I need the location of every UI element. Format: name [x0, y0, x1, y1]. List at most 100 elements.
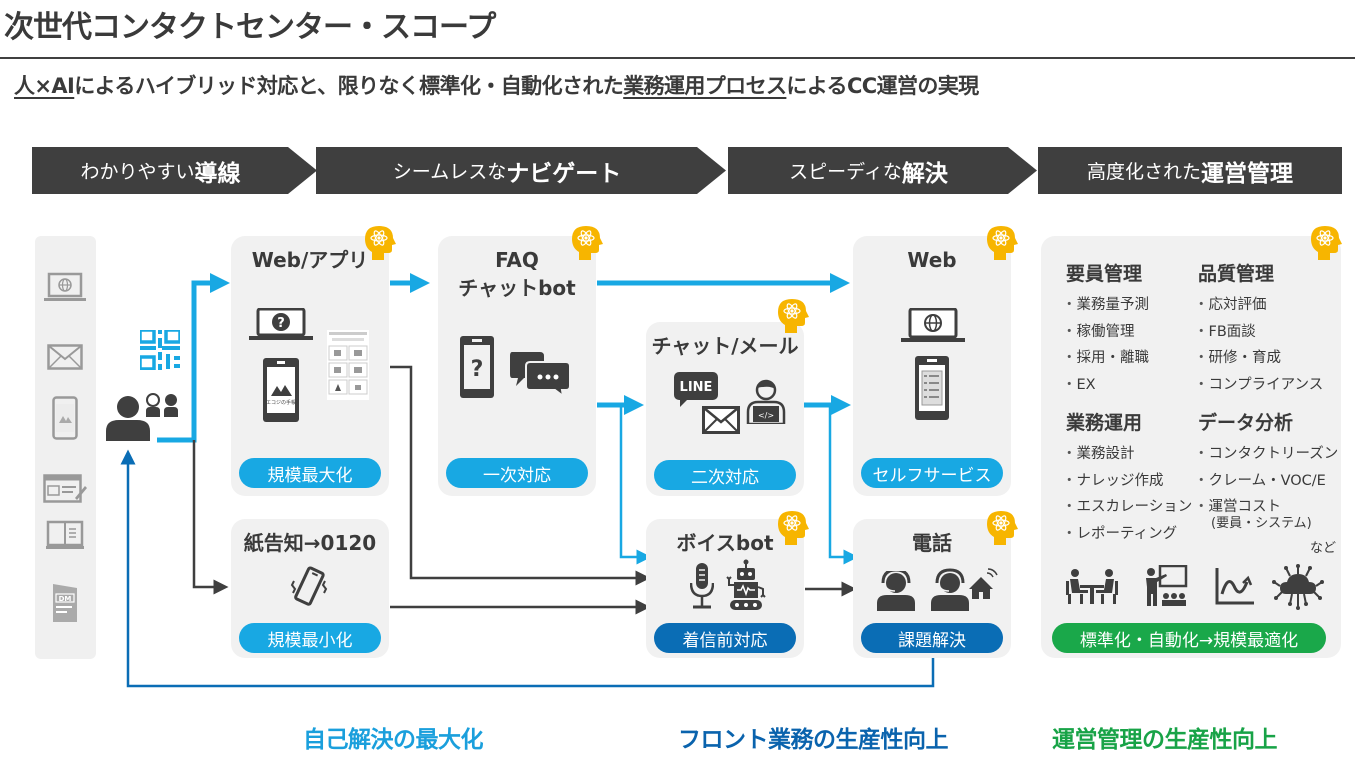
mgmt-item: 採用・離職 [1066, 345, 1150, 372]
mgmt-item: 研修・育成 [1198, 345, 1323, 372]
operator-headset-icon [877, 568, 915, 615]
pill-scale-max: 規模最大化 [239, 458, 381, 488]
card-title: 電話 [912, 531, 952, 555]
mgmt-item: レポーティング [1066, 521, 1192, 548]
laptop-question-icon: ? [249, 307, 313, 346]
mgmt-item: 業務設計 [1066, 441, 1192, 468]
card-phone: 電話 課題解決 [853, 519, 1011, 658]
svg-text:</>: </> [758, 411, 774, 420]
envelope-icon [43, 344, 87, 370]
pill-pre-call: 着信前対応 [654, 623, 796, 653]
mgmt-item: クレーム・VOC/E [1198, 468, 1338, 495]
mgmt-item: 業務量予測 [1066, 292, 1150, 319]
page-title: 次世代コンタクトセンター・スコープ [4, 10, 496, 45]
ai-brain-icon [777, 509, 809, 545]
direct-mail-icon: DM [43, 582, 87, 624]
smartphone-list-icon [915, 356, 949, 424]
phase-prefix: シームレスな [392, 161, 507, 183]
card-web-self: Web セルフサービス [853, 236, 1011, 496]
subtitle-text-1: によるハイブリッド対応と、限りなく標準化・自動化された [74, 74, 624, 98]
pill-problem-solving: 課題解決 [861, 623, 1003, 653]
mgmt-item: エスカレーション [1066, 494, 1193, 521]
mgmt-item: 稼働管理 [1066, 319, 1149, 346]
mgmt-heading: 要員管理 [1066, 263, 1143, 285]
svg-text:?: ? [277, 316, 285, 331]
card-title: ボイスbot [676, 531, 774, 555]
phase-keyword: 導線 [194, 160, 241, 187]
phase-resolve: スピーディな解決 [728, 147, 1037, 194]
mgmt-item: FB面談 [1198, 319, 1323, 346]
mgmt-item: コンタクトリーズン [1198, 441, 1339, 468]
outcome-self-resolution: 自己解決の最大化 [303, 727, 484, 753]
card-web-app: Web/アプリ ? エコジの手帳 規模最大化 [231, 236, 389, 496]
phase-prefix: スピーディな [789, 161, 902, 183]
app-screen-thumbnail [327, 330, 369, 404]
cloud-network-icon [1272, 564, 1324, 614]
outcome-front-productivity: フロント業務の生産性向上 [678, 727, 949, 753]
mgmt-item: 応対評価 [1198, 292, 1323, 319]
title-divider [0, 57, 1355, 59]
card-title-line2: チャットbot [458, 276, 576, 300]
mgmt-group-analytics: データ分析 コンタクトリーズン クレーム・VOC/E 運営コスト (要員・システ… [1198, 408, 1338, 531]
channel-column: DM [35, 236, 96, 659]
subtitle-human-ai: 人×AI [14, 74, 75, 98]
mgmt-group-staffing: 要員管理 業務量予測 稼働管理 採用・離職 EX [1066, 259, 1149, 398]
analytics-chart-icon [1214, 568, 1256, 610]
ai-brain-icon [986, 509, 1018, 545]
web-form-icon [43, 474, 87, 504]
mgmt-item-note: (要員・システム) [1211, 515, 1312, 531]
smartphone-app-logo-icon: エコジの手帳 [263, 358, 299, 426]
card-faq-chatbot: FAQ チャットbot ? 一次対応 [438, 236, 596, 496]
mgmt-group-operations: 業務運用 業務設計 ナレッジ作成 エスカレーション レポーティング [1066, 408, 1192, 547]
laptop-globe-icon [901, 307, 965, 348]
ai-brain-icon [986, 224, 1018, 260]
ai-brain-icon [571, 224, 603, 260]
app-logo-text: エコジの手帳 [266, 399, 296, 406]
mgmt-group-quality: 品質管理 応対評価 FB面談 研修・育成 コンプライアンス [1198, 259, 1323, 398]
line-label: LINE [680, 380, 713, 395]
subtitle-process: 業務運用プロセス [623, 74, 787, 98]
mgmt-item: 運営コスト [1198, 494, 1338, 521]
meeting-icon [1066, 568, 1118, 610]
user-icon [106, 395, 150, 445]
phase-prefix: 高度化された [1086, 161, 1201, 183]
mgmt-heading: データ分析 [1198, 412, 1294, 434]
card-title: チャット/メール [651, 334, 799, 358]
phase-guidance: わかりやすい導線 [32, 147, 317, 194]
card-title: Web [907, 248, 957, 272]
ai-brain-icon [777, 297, 809, 333]
line-app-icon: LINE [674, 372, 718, 412]
phase-keyword: 解決 [901, 160, 948, 187]
mgmt-heading: 業務運用 [1066, 412, 1143, 434]
dm-label: DM [59, 595, 72, 603]
card-chat-mail: チャット/メール LINE </> 二次対応 [646, 322, 804, 496]
card-voicebot: ボイスbot 着信前対応 [646, 519, 804, 658]
qr-code-icon [138, 328, 182, 374]
phase-keyword: 運営管理 [1201, 160, 1293, 187]
envelope-icon [702, 406, 740, 438]
booklet-icon [43, 520, 87, 550]
outcome-management-productivity: 運営管理の生産性向上 [1052, 727, 1278, 753]
robot-icon [726, 559, 766, 615]
smartphone-question-icon: ? [460, 336, 494, 402]
mgmt-item: コンプライアンス [1198, 372, 1324, 399]
subtitle: 人×AIによるハイブリッド対応と、限りなく標準化・自動化された業務運用プロセスに… [14, 70, 979, 100]
flow-faq-to-voicebot [619, 405, 652, 565]
customers-icon [144, 393, 180, 421]
pill-scale-min: 規模最小化 [239, 623, 381, 653]
card-title-line1: FAQ [495, 248, 539, 272]
remote-operator-icon [931, 565, 1001, 615]
smartphone-app-icon [43, 396, 87, 440]
pill-first-response: 一次対応 [446, 458, 588, 488]
phase-keyword: ナビゲート [506, 160, 622, 187]
microphone-icon [689, 563, 715, 613]
subtitle-text-2: によるCC運営の実現 [786, 74, 979, 98]
mgmt-etc: など [1310, 541, 1337, 556]
chat-bubbles-icon [510, 352, 571, 400]
svg-text:?: ? [471, 357, 484, 382]
training-icon [1144, 564, 1188, 611]
pill-standardize-optimize: 標準化・自動化→規模最適化 [1052, 623, 1326, 653]
flow-user-to-paper [192, 440, 229, 595]
ai-brain-icon [1310, 224, 1342, 260]
vibrating-phone-icon [289, 565, 329, 613]
